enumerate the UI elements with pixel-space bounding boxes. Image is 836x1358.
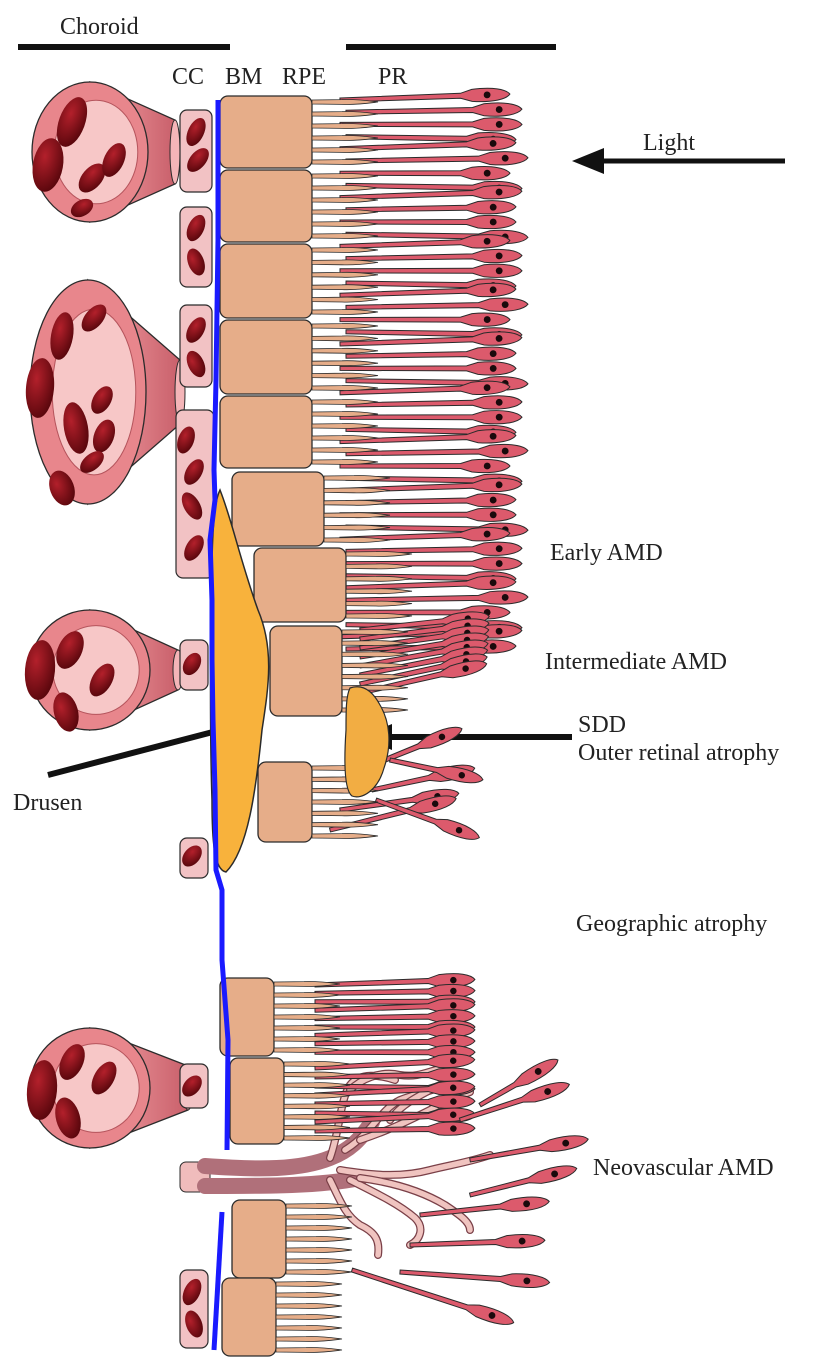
label-geographic-atrophy: Geographic atrophy	[576, 911, 767, 937]
choriocapillaris-capillary	[179, 640, 208, 690]
photoreceptor-cell	[346, 395, 522, 411]
rpe-microvillus	[312, 373, 378, 378]
photoreceptor-cell	[468, 1162, 578, 1201]
label-neovascular-amd: Neovascular AMD	[593, 1155, 774, 1181]
label-outer-retinal-atrophy: Outer retinal atrophy	[578, 740, 779, 766]
choriocapillaris-capillary	[180, 305, 212, 387]
sdd-arrow	[360, 724, 572, 750]
label-early-amd: Early AMD	[550, 540, 663, 566]
rpe-microvillus	[284, 1135, 350, 1140]
rpe-cell	[220, 96, 378, 168]
label-rpe: RPE	[282, 64, 326, 90]
nucleus	[496, 560, 503, 567]
label-choroid: Choroid	[60, 14, 139, 40]
nucleus	[490, 365, 497, 372]
rpe-microvillus	[312, 811, 378, 816]
photoreceptor-cell	[346, 347, 516, 363]
choriocapillaris-capillary	[179, 1270, 208, 1348]
choriocapillaris-capillary	[178, 1064, 208, 1108]
sdd-deposit	[345, 687, 389, 797]
label-pr: PR	[378, 64, 407, 90]
rpe-microvillus	[276, 1325, 342, 1330]
rpe-microvillus	[286, 1225, 352, 1230]
nucleus	[484, 170, 491, 177]
nucleus	[484, 316, 491, 323]
choriocapillaris-capillary	[180, 110, 213, 192]
rpe-microvillus	[312, 247, 378, 252]
photoreceptor-cell	[340, 215, 516, 228]
label-sdd: SDD	[578, 712, 626, 738]
photoreceptor-cell	[346, 444, 528, 460]
rpe-microvillus	[276, 1336, 342, 1341]
photoreceptor-cell	[346, 151, 528, 167]
rpe-microvillus	[276, 1347, 342, 1352]
rpe-cell	[232, 472, 390, 546]
rpe-microvillus	[276, 1292, 342, 1297]
rpe-microvillus	[312, 348, 378, 353]
label-bm: BM	[225, 64, 262, 90]
choroidal-vessel	[23, 280, 185, 509]
rpe-microvillus	[286, 1247, 352, 1252]
rpe-cell	[232, 1200, 352, 1278]
rpe-microvillus	[312, 361, 378, 366]
nucleus	[496, 121, 503, 128]
label-intermediate-amd: Intermediate AMD	[545, 649, 727, 675]
rpe-microvillus	[312, 833, 378, 838]
rpe-microvillus	[276, 1314, 342, 1319]
photoreceptor-cell	[346, 103, 522, 119]
nucleus	[484, 463, 491, 470]
nucleus	[490, 511, 497, 518]
rpe-cell	[222, 1278, 342, 1356]
photoreceptor-cell	[410, 1234, 545, 1252]
choroidal-vessel	[24, 1028, 193, 1148]
choriocapillaris-capillary	[178, 838, 208, 878]
rpe-microvillus	[312, 323, 378, 328]
rpe-microvillus	[286, 1214, 352, 1219]
rpe-microvillus	[312, 309, 378, 314]
photoreceptor-cell	[346, 200, 516, 216]
photoreceptor-cell	[400, 1265, 551, 1289]
choriocapillaris-capillary	[180, 207, 212, 287]
rpe-microvillus	[312, 297, 378, 302]
nucleus	[496, 267, 503, 274]
choroidal-vessels	[22, 82, 193, 1148]
rpe-microvillus	[276, 1303, 342, 1308]
photoreceptor-cell	[469, 1133, 589, 1167]
label-cc: CC	[172, 64, 204, 90]
nucleus	[496, 414, 503, 421]
rpe-microvillus	[346, 589, 412, 594]
rpe-microvillus	[286, 1258, 352, 1263]
choroidal-vessel	[29, 82, 180, 222]
bruchs-membrane-lower	[214, 1212, 222, 1350]
choroidal-vessel	[22, 610, 183, 734]
rpe-microvillus	[312, 336, 378, 341]
nucleus	[490, 219, 497, 226]
label-light: Light	[643, 130, 695, 156]
rpe-microvillus	[286, 1269, 352, 1274]
rpe-microvillus	[286, 1236, 352, 1241]
rpe-microvillus	[276, 1281, 342, 1286]
label-drusen: Drusen	[13, 790, 82, 816]
rpe-cell	[220, 170, 378, 242]
